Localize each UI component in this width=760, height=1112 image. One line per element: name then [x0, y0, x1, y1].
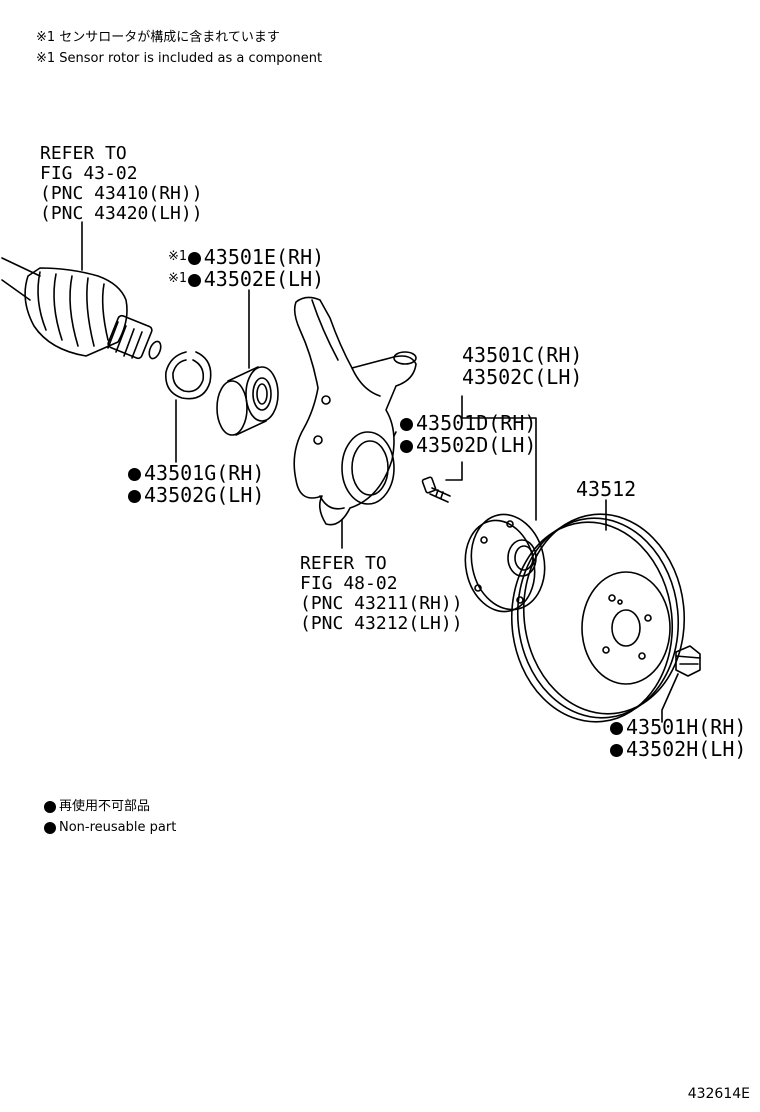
- refer-driveshaft-line4: (PNC 43420(LH)): [40, 203, 203, 224]
- nut-lh-label[interactable]: 43502H(LH): [610, 738, 746, 760]
- hub-bolt-rh-label[interactable]: 43501D(RH): [400, 412, 536, 434]
- snap-ring-rh-label[interactable]: 43501G(RH): [128, 462, 264, 484]
- snap-ring-lh-pn: 43502G(LH): [144, 483, 265, 507]
- legend-en: Non-reusable part: [44, 820, 176, 836]
- non-reusable-bullet-icon: [610, 744, 623, 757]
- refer-driveshaft-line2: FIG 43-02: [40, 163, 138, 184]
- drive-shaft-drawing: [1, 257, 162, 360]
- hub-bolt-rh-pn: 43501D(RH): [416, 411, 537, 435]
- sensor-mark: ※1: [168, 271, 187, 286]
- non-reusable-bullet-icon: [128, 490, 141, 503]
- note-sensor-en: ※1 Sensor rotor is included as a compone…: [36, 51, 323, 66]
- nut-drawing: [675, 645, 701, 677]
- note-sensor-jp: ※1 センサロータが構成に含まれています: [36, 30, 280, 45]
- nut-lh-pn: 43502H(LH): [626, 737, 747, 761]
- snap-ring-rh-pn: 43501G(RH): [144, 461, 265, 485]
- legend-jp: 再使用不可部品: [44, 799, 150, 815]
- bearing-lh-label[interactable]: ※1 43502E(LH): [168, 268, 324, 290]
- knuckle-drawing: [293, 296, 417, 526]
- snap-ring-lh-label[interactable]: 43502G(LH): [128, 484, 264, 506]
- hub-bolt-drawing: [421, 476, 451, 503]
- sensor-mark: ※1: [168, 249, 187, 264]
- bearing-rh-label[interactable]: ※1 43501E(RH): [168, 246, 324, 268]
- non-reusable-bullet-icon: [400, 440, 413, 453]
- hub-bolt-knuckle-leader: [393, 431, 397, 437]
- disc-label[interactable]: 43512: [576, 477, 637, 501]
- hub-leader: [461, 395, 537, 521]
- nut-rh-pn: 43501H(RH): [626, 715, 747, 739]
- non-reusable-bullet-icon: [187, 252, 201, 265]
- disc-drawing: [510, 513, 686, 723]
- refer-driveshaft-line3: (PNC 43410(RH)): [40, 183, 203, 204]
- non-reusable-bullet-icon: [400, 418, 413, 431]
- non-reusable-bullet-icon: [187, 274, 201, 287]
- non-reusable-bullet-icon: [610, 722, 623, 735]
- hub-bolt-leader: [445, 461, 463, 481]
- hub-rh-label[interactable]: 43501C(RH): [462, 343, 583, 367]
- refer-knuckle-line3: (PNC 43211(RH)): [300, 593, 463, 614]
- refer-driveshaft-label[interactable]: REFER TO FIG 43-02 (PNC 43410(RH)) (PNC …: [40, 144, 203, 224]
- hub-bolt-lh-pn: 43502D(LH): [416, 433, 537, 457]
- refer-knuckle-line4: (PNC 43212(LH)): [300, 613, 463, 634]
- legend-bullet-icon: [44, 800, 56, 813]
- legend-en-text: Non-reusable part: [59, 820, 177, 835]
- nut-rh-label[interactable]: 43501H(RH): [610, 716, 746, 738]
- bearing-rh-pn: 43501E(RH): [203, 245, 325, 269]
- bearing-lh-pn: 43502E(LH): [203, 267, 325, 291]
- legend-jp-text: 再使用不可部品: [59, 799, 151, 814]
- nut-leader: [661, 673, 679, 723]
- legend-bullet-icon: [44, 821, 56, 834]
- diagram-id: 432614E: [687, 1086, 750, 1102]
- non-reusable-bullet-icon: [128, 468, 141, 481]
- refer-knuckle-line1: REFER TO: [300, 553, 387, 574]
- refer-driveshaft-line1: REFER TO: [40, 143, 127, 164]
- snap-ring-drawing: [165, 351, 212, 400]
- hub-drawing: [464, 513, 546, 613]
- refer-knuckle-label[interactable]: REFER TO FIG 48-02 (PNC 43211(RH)) (PNC …: [300, 554, 463, 634]
- refer-knuckle-line2: FIG 48-02: [300, 573, 398, 594]
- bearing-drawing: [216, 366, 279, 436]
- hub-lh-label[interactable]: 43502C(LH): [462, 365, 583, 389]
- hub-bolt-lh-label[interactable]: 43502D(LH): [400, 434, 536, 456]
